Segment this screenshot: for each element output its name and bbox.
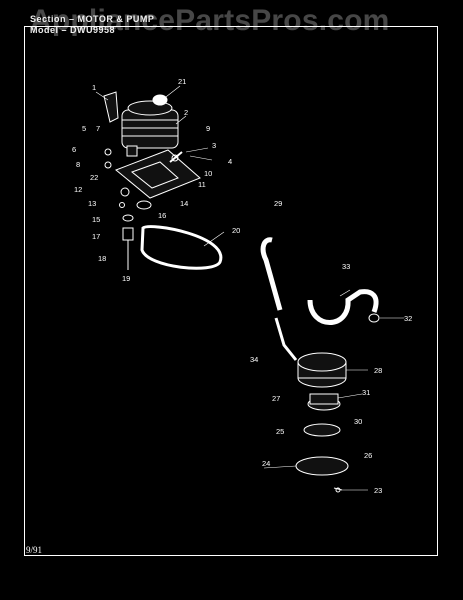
bracket (103, 91, 119, 123)
callout-26: 26 (364, 451, 372, 460)
pump-base (295, 456, 349, 476)
callout-3: 3 (212, 141, 216, 150)
callout-19: 19 (122, 274, 130, 283)
callout-14: 14 (180, 199, 188, 208)
seal (303, 423, 341, 437)
callout-20: 20 (232, 226, 240, 235)
callout-30: 30 (354, 417, 362, 426)
mounting-plate (115, 149, 201, 199)
motor (121, 94, 179, 157)
watermark: AppliancePartsPros.com (30, 4, 390, 37)
callout-18: 18 (98, 254, 106, 263)
callout-9: 9 (206, 124, 210, 133)
callout-1: 1 (92, 83, 96, 92)
drain-hose (260, 237, 283, 311)
callout-6: 6 (72, 145, 76, 154)
callout-15: 15 (92, 215, 100, 224)
drive-belt (140, 225, 223, 270)
callout-4: 4 (228, 157, 232, 166)
model-title: Model – DWU9958 (30, 25, 116, 35)
hose-clamp (368, 313, 380, 323)
callout-labels (95, 85, 404, 491)
callout-21: 21 (178, 77, 186, 86)
callout-29: 29 (274, 199, 282, 208)
callout-12: 12 (74, 185, 82, 194)
callout-10: 10 (204, 169, 212, 178)
callout-7: 7 (96, 124, 100, 133)
callout-5: 5 (82, 124, 86, 133)
callout-17: 17 (92, 232, 100, 241)
callout-33: 33 (342, 262, 350, 271)
callout-22: 22 (90, 173, 98, 182)
callout-25: 25 (276, 427, 284, 436)
mounting-plate-cutout (130, 161, 179, 189)
diagram-frame (24, 26, 438, 556)
callout-23: 23 (374, 486, 382, 495)
callout-27: 27 (272, 394, 280, 403)
callout-32: 32 (404, 314, 412, 323)
revision-date: 9/91 (26, 545, 43, 555)
callout-16: 16 (158, 211, 166, 220)
callout-2: 2 (184, 108, 188, 117)
callout-31: 31 (362, 388, 370, 397)
callout-28: 28 (374, 366, 382, 375)
callout-11: 11 (198, 180, 206, 189)
section-title: Section – MOTOR & PUMP (30, 14, 155, 24)
callout-13: 13 (88, 199, 96, 208)
callout-24: 24 (262, 459, 270, 468)
pump-hose (307, 289, 379, 325)
callout-8: 8 (76, 160, 80, 169)
callout-34: 34 (250, 355, 258, 364)
